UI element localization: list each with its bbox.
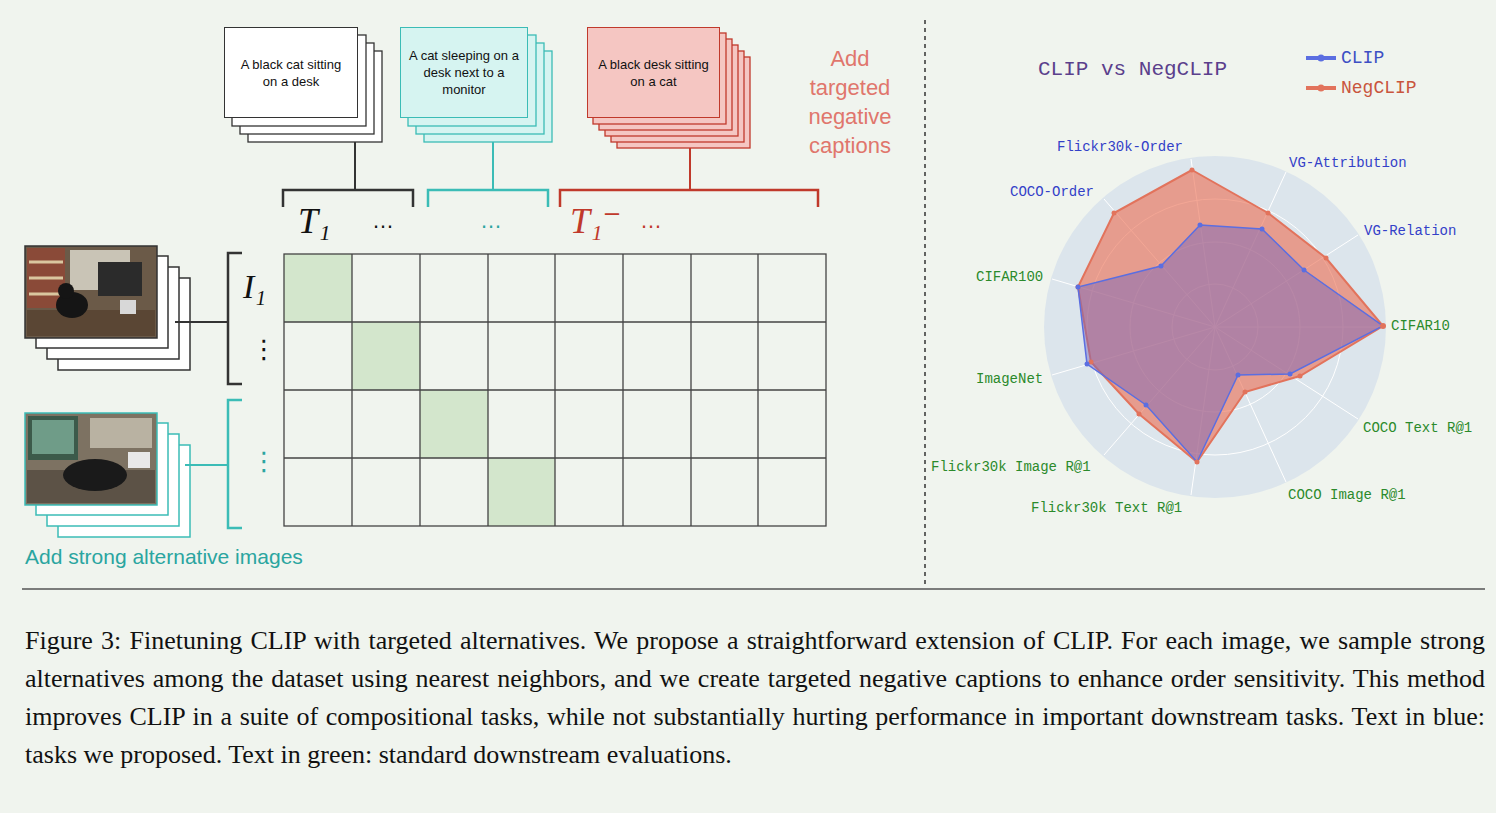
positive-cell (488, 458, 555, 526)
data-point (1198, 223, 1203, 228)
card-text: A cat sleeping on a desk next to a monit… (409, 47, 519, 98)
legend-text: CLIP (1341, 48, 1384, 68)
data-point (1260, 227, 1265, 232)
data-point (1266, 211, 1271, 216)
axis-label: ImageNet (976, 371, 1043, 387)
clip-points (1076, 223, 1307, 408)
figure-caption: Figure 3: Finetuning CLIP with targeted … (25, 622, 1485, 774)
screen (32, 420, 74, 454)
axis-label: Flickr30k-Order (1057, 139, 1183, 155)
negclip-points (1076, 168, 1387, 465)
caption-card: A cat sleeping on a desk next to a monit… (400, 27, 528, 118)
data-point (1243, 390, 1248, 395)
data-point (1236, 373, 1241, 378)
data-point (1298, 374, 1303, 379)
image-lead (185, 464, 228, 466)
figure-label: … (480, 208, 502, 234)
card-text: A black desk sitting on a cat (596, 56, 711, 90)
data-point (1324, 256, 1329, 261)
radar-background (1044, 156, 1386, 498)
figure-label: I₁ (243, 268, 266, 306)
radar-axes (1052, 159, 1385, 495)
legend-swatch (1305, 78, 1337, 98)
data-point (1380, 323, 1386, 329)
positive-cell (420, 390, 488, 458)
axis-label: CIFAR10 (1391, 318, 1450, 334)
data-point (1195, 460, 1200, 465)
figure-label: … (640, 208, 662, 234)
image-bracket (228, 253, 242, 384)
figure-label: Add strong alternative images (25, 545, 303, 569)
negclip-area (1078, 170, 1383, 462)
data-point (1137, 412, 1142, 417)
cat-photo-alternative (25, 413, 157, 505)
monitor (28, 416, 78, 460)
keyboard (120, 300, 136, 314)
positive-cell (284, 254, 352, 322)
legend-dot (1318, 85, 1325, 92)
figure-label: ⋮ (251, 446, 277, 477)
card-text: A black cat sitting on a desk (233, 56, 349, 90)
figure-label: … (372, 208, 394, 234)
photo-frame (25, 246, 157, 338)
clip-area (1078, 225, 1383, 462)
papers (128, 452, 150, 468)
legend-row: CLIP (1305, 48, 1384, 68)
image-bracket (228, 400, 242, 528)
stack-lead (689, 148, 691, 190)
data-point (1190, 168, 1195, 173)
axis-label: COCO-Order (1010, 184, 1094, 200)
panel-divider (924, 20, 926, 585)
data-point (1288, 372, 1293, 377)
books (29, 262, 63, 294)
legend-row: NegCLIP (1305, 78, 1417, 98)
axis-label: VG-Attribution (1289, 155, 1407, 171)
axis-label: COCO Text R@1 (1363, 420, 1472, 436)
cat-head (58, 283, 74, 299)
figure-label: ⋮ (251, 334, 277, 365)
image-lead (175, 321, 228, 323)
caption-rule (22, 588, 1485, 590)
photo-frame (25, 413, 157, 505)
legend-dot (1318, 55, 1325, 62)
figure-label: T₁⁻ (570, 200, 622, 242)
data-point (1144, 403, 1149, 408)
positive-cell (352, 322, 420, 390)
data-point (1302, 268, 1307, 273)
monitor (98, 262, 142, 296)
stack-lead (492, 142, 494, 190)
data-point (1076, 285, 1081, 290)
axis-label: COCO Image R@1 (1288, 487, 1406, 503)
data-point (1159, 264, 1164, 269)
group-brace (428, 190, 548, 207)
data-point (1112, 211, 1117, 216)
grid-lines (284, 254, 826, 526)
axis-label: Flickr30k Text R@1 (1031, 500, 1182, 516)
axis-label: VG-Relation (1364, 223, 1456, 239)
chart-title: CLIP vs NegCLIP (1038, 58, 1227, 81)
caption-card: A black desk sitting on a cat (587, 27, 720, 118)
axis-label: Flickr30k Image R@1 (931, 459, 1091, 475)
wall (90, 418, 152, 448)
stack-lead (354, 142, 356, 190)
sleeping-cat (63, 459, 127, 491)
similarity-grid (284, 254, 826, 526)
legend-swatch (1305, 48, 1337, 68)
cat-photo (25, 246, 157, 338)
figure-label: Add targeted negative captions (795, 44, 905, 160)
axis-label: CIFAR100 (976, 269, 1043, 285)
data-point (1076, 285, 1081, 290)
figure-label: T₁ (298, 200, 331, 242)
data-point (1085, 362, 1090, 367)
caption-card: A black cat sitting on a desk (224, 27, 358, 118)
legend-text: NegCLIP (1341, 78, 1417, 98)
